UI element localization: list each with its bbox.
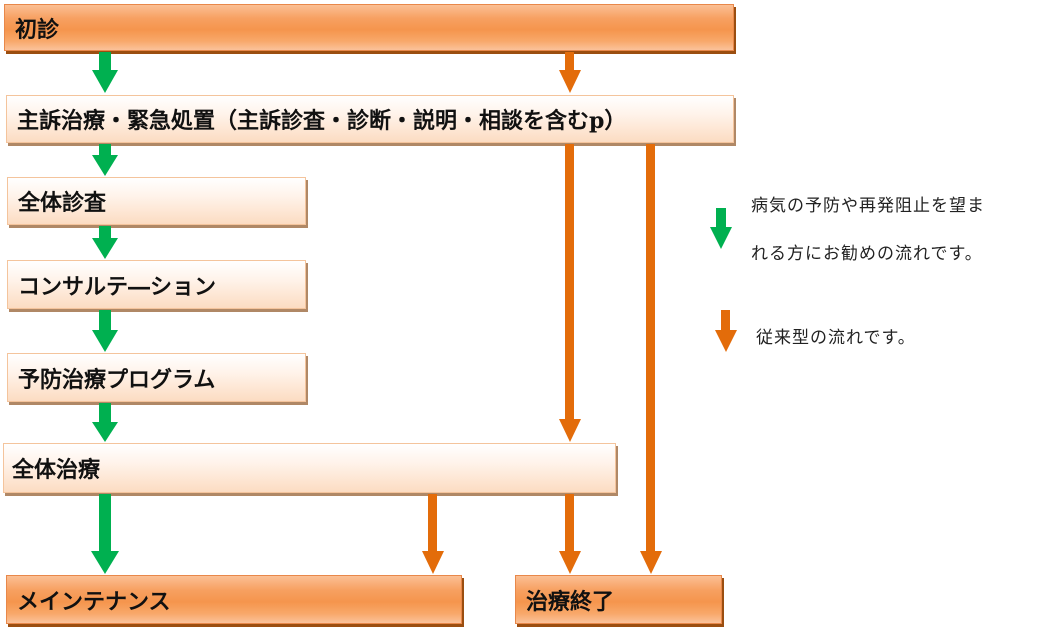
green-arrow-down-icon: [91, 494, 119, 574]
step-label: メインテナンス: [17, 588, 171, 615]
step-label: 予防治療プログラム: [18, 366, 216, 393]
orange-arrow-down-icon: [559, 494, 581, 574]
legend-orange-text: 従来型の流れです。: [756, 328, 916, 348]
step-full-exam: 全体診査: [7, 177, 306, 225]
orange-arrow-down-icon: [559, 144, 581, 442]
step-label: 全体治療: [12, 457, 101, 483]
green-arrow-down-icon: [92, 144, 118, 176]
step-label: 全体診査: [18, 190, 107, 216]
orange-arrow-down-icon: [640, 144, 662, 574]
step-treatment-end: 治療終了: [515, 575, 722, 624]
orange-arrow-down-icon: [422, 494, 444, 574]
step-first-visit: 初診: [4, 4, 734, 51]
step-label: 主訴治療・緊急処置（主訴診査・診断・説明・相談を含むp）: [17, 108, 627, 134]
orange-arrow-down-icon: [559, 52, 581, 93]
step-prevention-program: 予防治療プログラム: [7, 353, 306, 402]
legend-orange-arrow-icon: [715, 310, 737, 352]
step-label: コンサルテ―ション: [18, 273, 217, 300]
legend-green-line2: れる方にお勧めの流れです。: [751, 244, 983, 264]
step-maintenance: メインテナンス: [6, 575, 462, 624]
step-consultation: コンサルテ―ション: [7, 260, 306, 309]
step-full-treatment: 全体治療: [3, 443, 616, 493]
green-arrow-down-icon: [92, 403, 118, 442]
legend-green-line1: 病気の予防や再発阻止を望ま: [751, 196, 985, 216]
green-arrow-down-icon: [92, 226, 118, 259]
step-label: 治療終了: [526, 588, 615, 615]
green-arrow-down-icon: [92, 310, 118, 352]
step-chief-complaint: 主訴治療・緊急処置（主訴診査・診断・説明・相談を含むp）: [6, 95, 734, 143]
legend-green-arrow-icon: [710, 208, 732, 249]
step-label: 初診: [15, 16, 60, 43]
green-arrow-down-icon: [92, 52, 118, 93]
